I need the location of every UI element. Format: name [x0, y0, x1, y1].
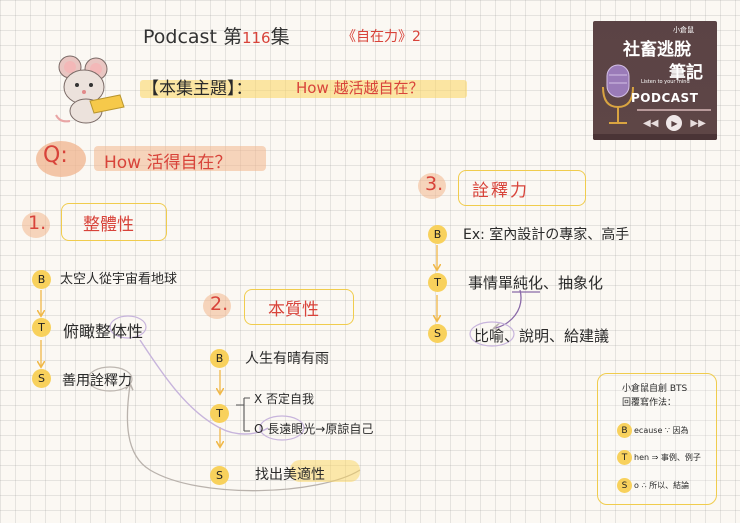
s3-step-t: T: [428, 273, 447, 292]
legend-s-circle: S: [617, 478, 632, 493]
s1-step-t-text: 俯瞰整体性: [63, 322, 144, 341]
legend-t-text: hen ⇒ 事例、例子: [634, 453, 701, 462]
podcast-line2: 筆記: [669, 63, 703, 83]
s3-step-b: B: [428, 225, 447, 244]
legend-title-1: 小倉鼠自創 BTS: [622, 384, 688, 394]
play-icon: ▶: [666, 115, 683, 131]
legend-s-text: o ∴ 所以、結論: [634, 481, 690, 490]
legend-title-2: 回覆寫作法：: [622, 398, 677, 408]
s3-step-b-letter: B: [433, 228, 442, 241]
s3-step-t-text: 事情單純化、抽象化: [468, 274, 604, 292]
title-suffix: 集: [270, 26, 290, 48]
legend-t-letter: T: [621, 452, 628, 463]
topic-highlight: [140, 80, 467, 98]
circle-longterm: [259, 415, 305, 441]
episode-number: 116: [241, 29, 271, 47]
s2-title-box: [244, 289, 354, 325]
s2-bracket: [236, 397, 250, 432]
question-text: How 活得自在？: [104, 153, 232, 173]
s2-step-b-letter: B: [215, 352, 224, 365]
s1-step-t: T: [32, 318, 51, 337]
s2-step-s: S: [210, 466, 229, 485]
s3-step-s: S: [428, 324, 447, 343]
player-controls: ◀◀ ▶ ▶▶: [643, 114, 713, 132]
s1-title-box: [61, 203, 167, 241]
s2-step-s-text: 找出美適性: [255, 467, 325, 483]
s3-number: 3.: [425, 173, 444, 195]
s2-step-b: B: [210, 349, 229, 368]
s1-number: 1.: [28, 212, 47, 234]
s1-number-bg: [22, 212, 50, 238]
podcast-cover: 小倉鼠 社畜逃脫 筆記 Listen to your mind PODCAST …: [593, 21, 717, 140]
mouse-mascot-icon: [55, 55, 125, 124]
podcast-tagline: Listen to your mind: [641, 79, 690, 85]
gray-feedback-arrow: [127, 385, 361, 492]
title-prefix: Podcast 第: [143, 26, 242, 48]
forward-icon: ▶▶: [690, 117, 706, 129]
s2-s-highlight: [290, 460, 360, 482]
card-footer-band: [593, 134, 717, 140]
podcast-line1: 社畜逃脫: [623, 40, 691, 60]
legend-b-text: ecause ∵ 因為: [634, 426, 689, 435]
s3-step-s-letter: S: [434, 327, 441, 340]
player-bar: [637, 109, 711, 111]
circle-metaphor: [469, 321, 515, 347]
s1-step-s-text: 善用詮釋力: [62, 373, 132, 389]
s3-step-s-text: 比喻、說明、給建議: [474, 327, 610, 345]
s2-step-t-letter: T: [216, 407, 223, 420]
s1-step-b-text: 太空人從宇宙看地球: [60, 272, 178, 287]
purple-link: [139, 339, 269, 435]
rewind-icon: ◀◀: [643, 117, 659, 129]
circle-whole: [109, 315, 147, 339]
s1-step-s: S: [32, 369, 51, 388]
s3-title-box: [458, 170, 586, 206]
legend-b-circle: B: [617, 423, 632, 438]
s2-title: 本質性: [268, 300, 319, 320]
purple-link-2: [495, 289, 522, 328]
circle-interpret: [87, 366, 133, 392]
podcast-small-label: 小倉鼠: [673, 26, 694, 34]
s2-number: 2.: [210, 293, 229, 315]
s2-step-s-letter: S: [216, 469, 223, 482]
microphone-icon: [602, 64, 634, 124]
s1-title: 整體性: [83, 215, 134, 235]
legend-b-letter: B: [621, 425, 628, 436]
s3-title: 詮釋力: [472, 181, 529, 201]
legend-s-letter: S: [621, 480, 628, 491]
s1-step-t-letter: T: [38, 321, 45, 334]
s2-step-t-text-b: O 長遠眼光→原諒自己: [254, 422, 374, 436]
s1-step-s-letter: S: [38, 372, 45, 385]
question-band: [94, 146, 266, 171]
s1-step-b: B: [32, 270, 51, 289]
s2-step-t-text-a: X 否定自我: [254, 392, 315, 406]
topic-label: 【本集主題】：: [142, 79, 253, 99]
s1-step-b-letter: B: [37, 273, 46, 286]
s3-step-t-letter: T: [434, 276, 441, 289]
episode-title: Podcast 第116集: [143, 22, 290, 49]
legend-t-circle: T: [617, 450, 632, 465]
question-badge: Q:: [43, 143, 68, 168]
s2-step-t: T: [210, 404, 229, 423]
s2-step-b-text: 人生有晴有雨: [245, 351, 329, 367]
s3-step-b-text: Ex: 室內設計の專家、高手: [463, 227, 630, 243]
topic-text: How 越活越自在？: [296, 79, 424, 97]
s3-number-bg: [418, 173, 446, 199]
s2-number-bg: [203, 293, 231, 319]
question-badge-bg: [36, 141, 86, 177]
episode-subtitle: 《自在力》2: [342, 29, 421, 45]
podcast-label: PODCAST: [631, 91, 699, 105]
